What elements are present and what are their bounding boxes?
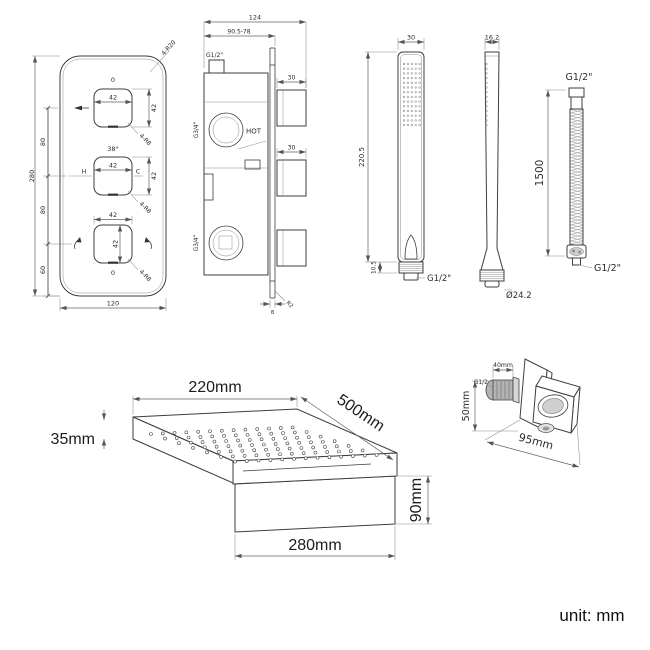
dim-905-78: 90.5-78	[227, 29, 250, 36]
flow-arrow-icon	[74, 105, 82, 111]
label-hose-g12-bottom: G1/2"	[594, 263, 621, 274]
bracket-shape	[485, 358, 581, 434]
dim-40mm: 40mm	[493, 362, 513, 369]
thread-collar-side	[479, 269, 505, 282]
hose-corrugation	[569, 108, 584, 246]
wall-bracket-view: 40mm G1/2 50mm 95mm	[443, 343, 620, 495]
dim-124: 124	[249, 14, 261, 22]
dim-knob-bot-height: 42	[112, 240, 120, 248]
label-temp-38: 38°	[107, 145, 119, 153]
dim-knob-mid-height: 42	[150, 172, 158, 180]
handshower-side-profile	[479, 51, 505, 288]
handshower-front-dims: 30 220.5 10.5 G1/2"	[358, 34, 451, 285]
valve-front-view: 42 0 42 4-R8 42 38° H C 42 4-R8 42 42 0	[28, 18, 186, 318]
label-g12-top: G1/2"	[206, 52, 223, 59]
dim-knob-mid-width: 42	[109, 162, 117, 170]
dim-hs-105: 10.5	[372, 261, 378, 274]
threaded-nipple	[485, 376, 520, 404]
shower-head-shape	[132, 408, 398, 533]
valve-side-view: 124 90.5-78 G1/2" HOT G3/4" G3/4" 30 30	[186, 8, 318, 316]
label-hs-g12: G1/2"	[427, 274, 451, 284]
shower-hose-view: G1/2" 1500 G1/2"	[532, 52, 650, 284]
spray-holes	[402, 62, 421, 127]
label-bottom-zero: 0	[111, 269, 115, 277]
dim-220mm: 220mm	[188, 379, 241, 396]
dim-90mm: 90mm	[408, 478, 425, 522]
label-g34-upper: G3/4"	[194, 121, 200, 138]
dim-overall-280: 280	[28, 170, 36, 182]
label-hot-h: H	[82, 168, 87, 176]
waterfall-lip	[242, 463, 372, 472]
valve-side-body: G1/2" HOT G3/4" G3/4"	[194, 52, 269, 276]
dim-30-top: 30	[288, 75, 296, 82]
valve-side-top-dims: 124 90.5-78	[203, 14, 307, 88]
hand-shower-side-view: 16.2 Ø24.2	[460, 22, 542, 310]
valve-knob-bottom: 42 42 0 4-R8	[74, 211, 153, 283]
shower-head-view: 220mm 500mm 35mm 90mm 280mm	[33, 348, 461, 590]
label-top-zero: 0	[111, 76, 115, 84]
thread-collar	[398, 261, 424, 274]
valve-side-handles: 30 30	[276, 75, 307, 267]
dim-95mm: 95mm	[517, 431, 555, 453]
dim-50mm: 50mm	[461, 391, 472, 422]
back-plate	[234, 475, 396, 533]
dim-knob-bot-width: 42	[109, 211, 117, 219]
hose-dims: G1/2" 1500 G1/2"	[534, 72, 621, 274]
label-hot: HOT	[246, 128, 262, 136]
hand-shower-front-view: 30 220.5 10.5 G1/2"	[353, 22, 467, 310]
valve-side-wall-plate	[269, 47, 276, 299]
handshower-side-dims: 16.2 Ø24.2	[484, 34, 532, 301]
dim-162: 16.2	[485, 34, 499, 42]
label-hose-g12-top: G1/2"	[565, 72, 592, 83]
label-g34-lower: G3/4"	[194, 234, 200, 251]
dim-knob-top-height: 42	[150, 104, 158, 112]
dim-seg-80b: 80	[39, 206, 47, 214]
label-bracket-g12: G1/2	[474, 379, 488, 386]
dim-knob-top-width: 42	[109, 94, 117, 102]
label-r2: R2	[285, 300, 294, 309]
dim-1500: 1500	[534, 160, 546, 187]
dim-dia-242: Ø24.2	[506, 290, 532, 301]
dim-overall-120: 120	[107, 300, 119, 308]
dim-plate-8: 8	[271, 310, 275, 316]
dim-seg-60: 60	[39, 266, 47, 274]
valve-side-bottom-dims: 8 R2	[260, 290, 294, 316]
dim-seg-80a: 80	[39, 138, 47, 146]
valve-front-left-dims: 80 80 60 280	[28, 55, 72, 299]
dim-35mm: 35mm	[51, 431, 95, 448]
label-corner-4r20: 4-R20	[160, 39, 177, 57]
dim-hs-30: 30	[407, 34, 415, 42]
dim-280mm: 280mm	[288, 537, 341, 554]
spray-holes-side	[485, 62, 488, 127]
handshower-body	[397, 51, 425, 281]
dim-hs-2205: 220.5	[358, 147, 366, 167]
hose-body	[566, 87, 587, 266]
unit-note: unit: mm	[559, 606, 625, 625]
handset-recess	[542, 398, 564, 414]
label-cold-c: C	[136, 168, 141, 176]
valve-knob-middle: 42 38° H C 42 4-R8	[68, 145, 158, 215]
dim-30-mid: 30	[288, 145, 296, 152]
